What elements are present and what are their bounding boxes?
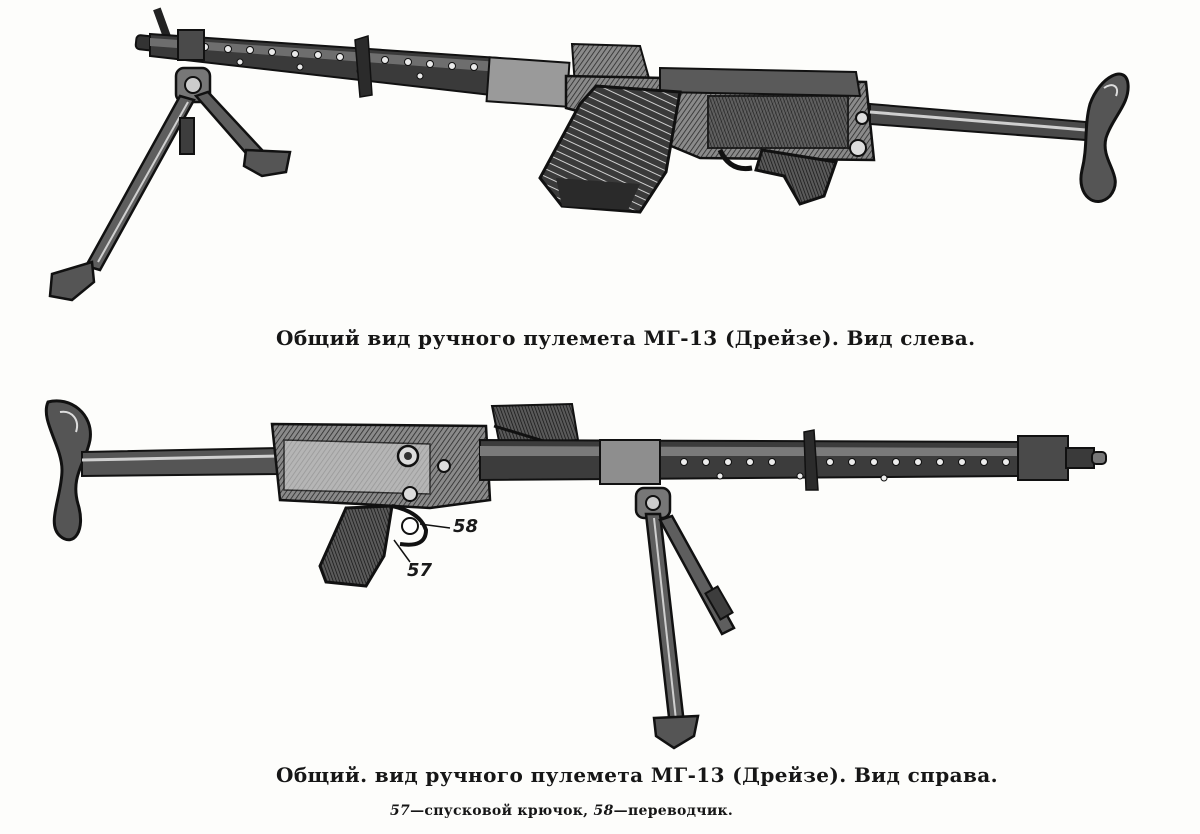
figure-caption-right-view: Общий. вид ручного пулемета МГ-13 (Дрейз…	[276, 763, 998, 787]
legend-item-selector-number: 58	[593, 803, 614, 819]
legend-item-trigger-text: —спусковой крючок,	[410, 803, 589, 819]
callout-selector-number: 58	[453, 516, 479, 537]
machine-gun-right-view	[44, 399, 1107, 750]
legend-item-selector-text: —переводчик.	[613, 803, 734, 819]
legend-item-trigger-number: 57	[390, 803, 411, 819]
machine-gun-left-view	[48, 7, 1130, 302]
figure-caption-left-view: Общий вид ручного пулемета МГ-13 (Дрейзе…	[276, 326, 976, 350]
callout-trigger-number: 57	[407, 560, 433, 581]
parts-legend: 57—спусковой крючок, 58—переводчик.	[390, 803, 733, 819]
